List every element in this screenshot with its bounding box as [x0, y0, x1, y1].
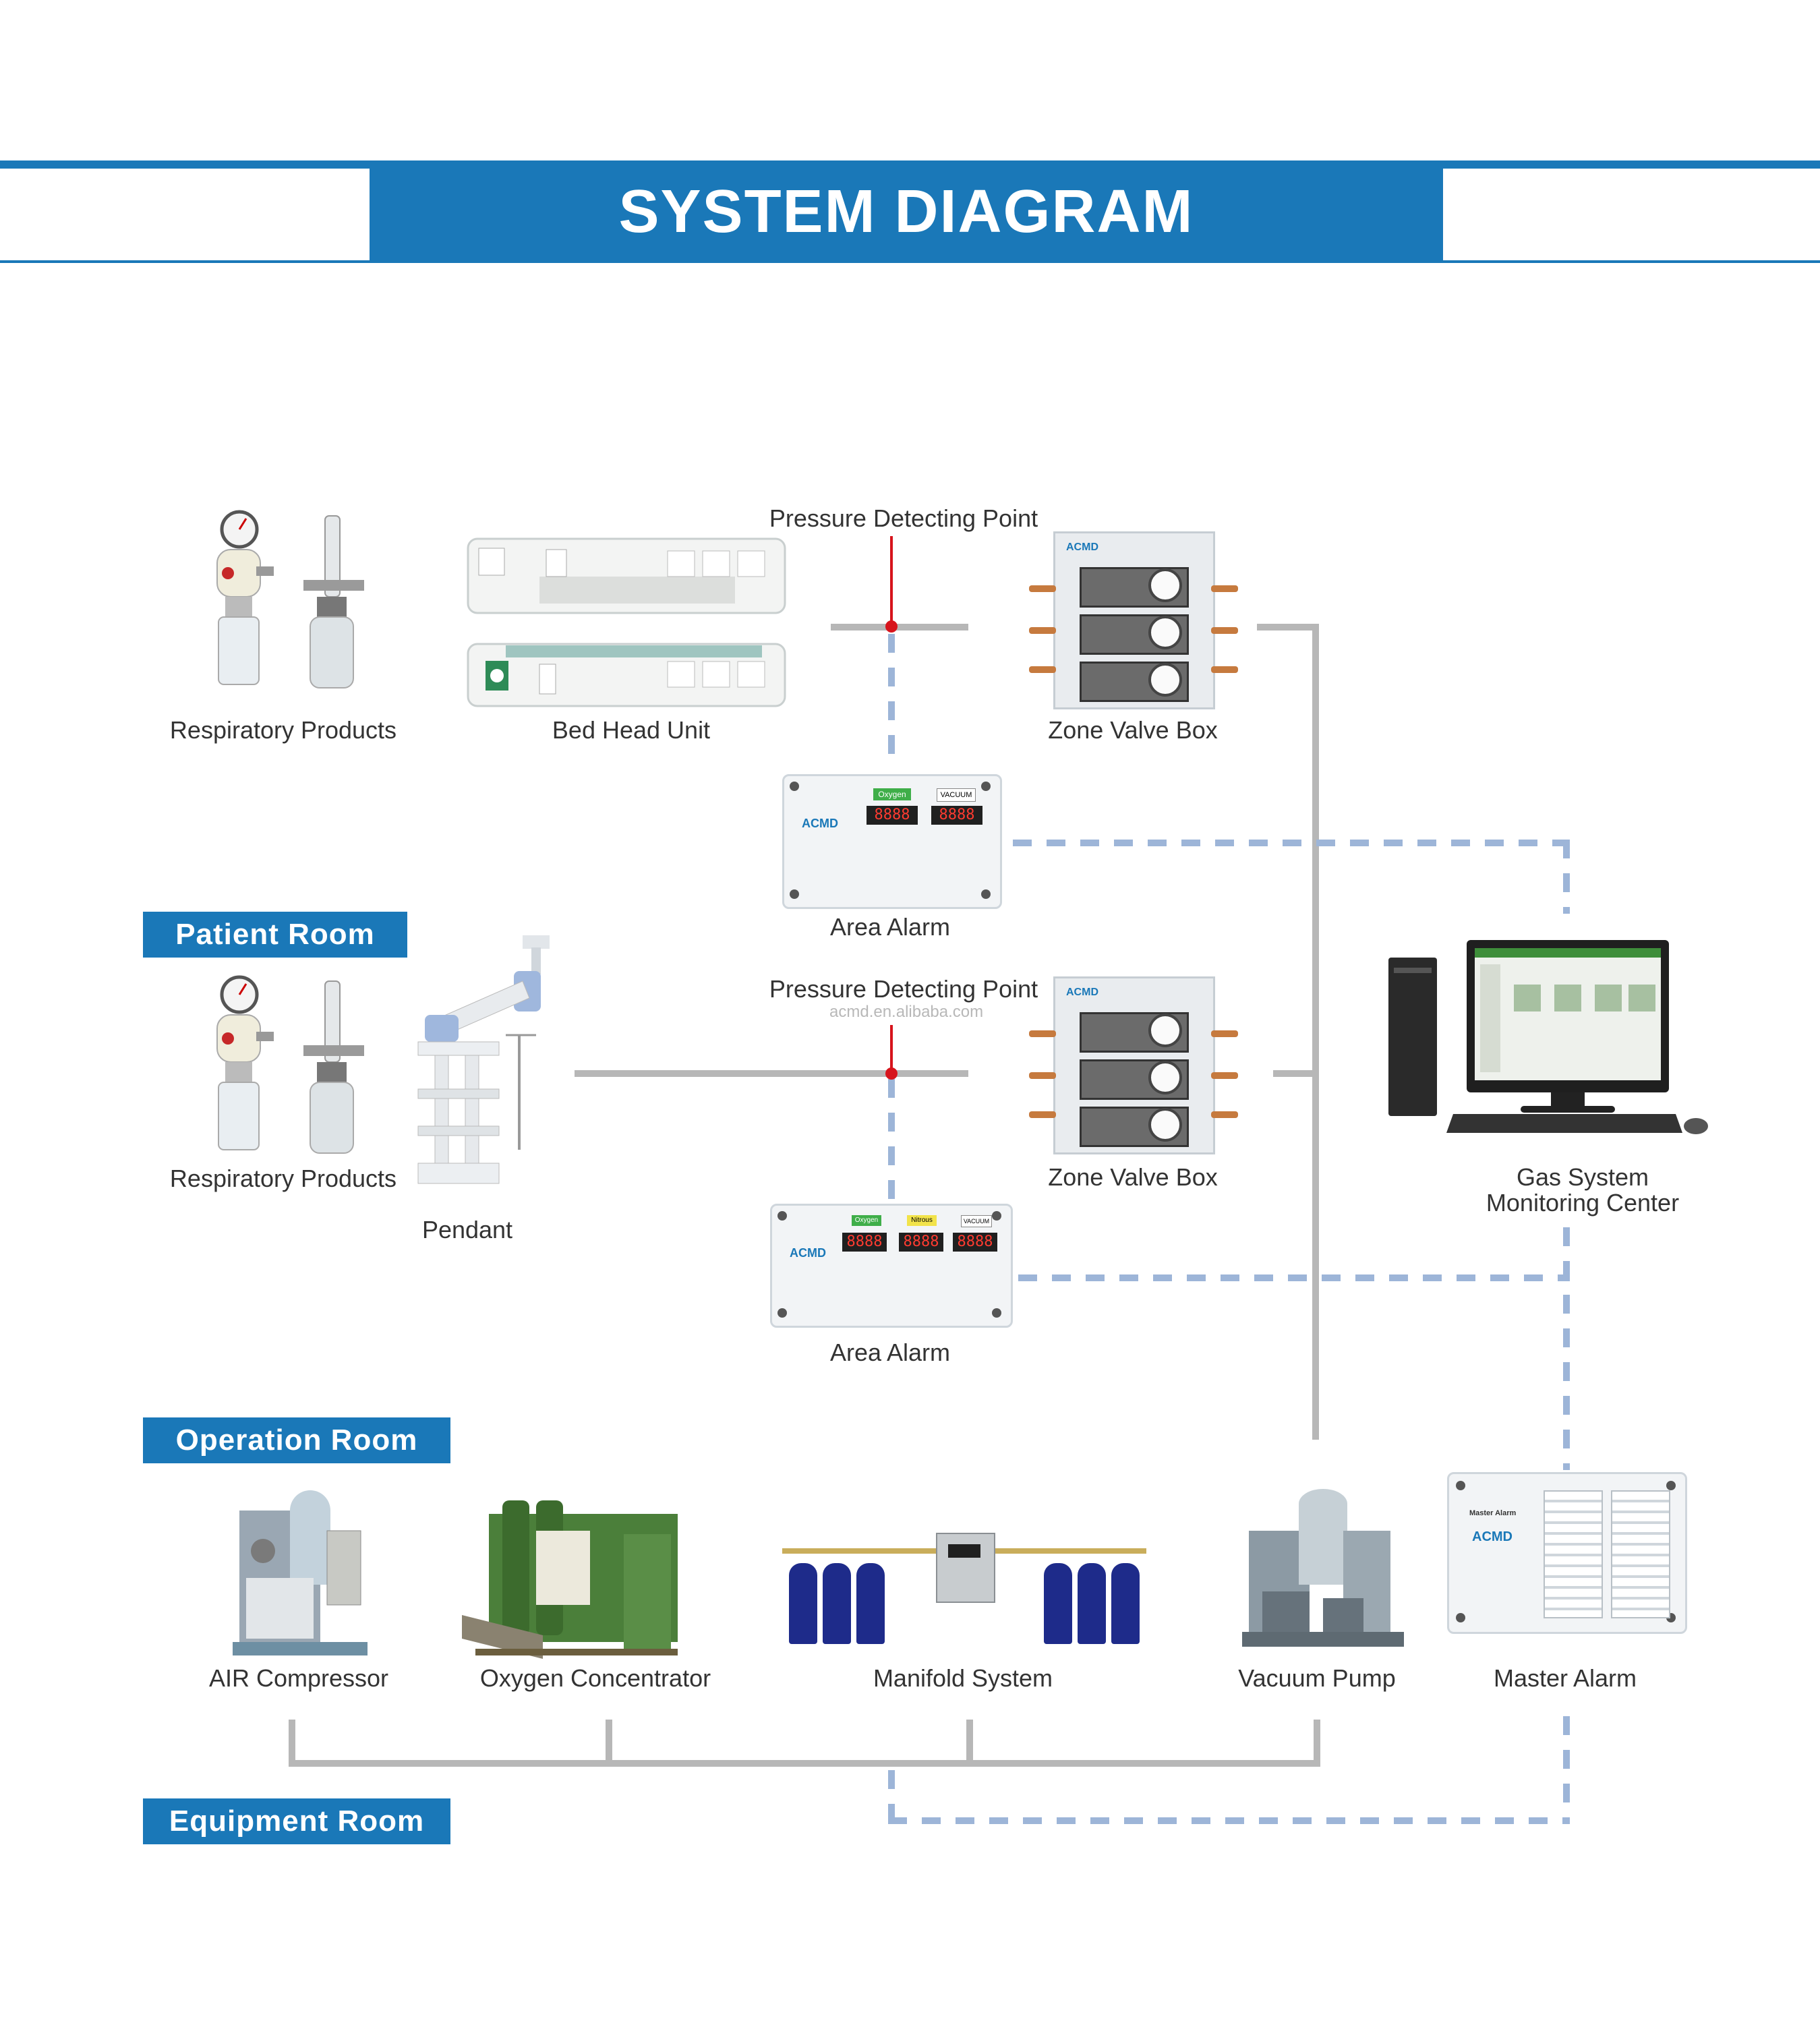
air-compressor-label: AIR Compressor: [208, 1664, 389, 1692]
area-alarm-1-icon: ACMD Oxygen VACUUM 8888 8888: [782, 774, 1002, 909]
zone-valve-box-2-label: Zone Valve Box: [1048, 1163, 1218, 1191]
brand-logo: ACMD: [1472, 1529, 1513, 1544]
area-alarm-1-label: Area Alarm: [829, 913, 951, 941]
pipe-vacuum-pump: [1314, 1720, 1320, 1767]
brand-logo: ACMD: [1066, 541, 1098, 553]
alarm-display-1: 8888: [867, 806, 918, 825]
equipment-room-tag: Equipment Room: [143, 1798, 450, 1844]
alarm-display-2: 8888: [931, 806, 982, 825]
vacuum-pump-icon: [1242, 1484, 1404, 1652]
pipe-air-compressor: [289, 1720, 295, 1767]
gas-tag-oxygen: Oxygen: [852, 1215, 881, 1226]
gas-tag-vacuum: VACUUM: [961, 1215, 992, 1227]
vacuum-pump-label: Vacuum Pump: [1238, 1664, 1396, 1692]
zone-valve-box-1-icon: ACMD: [1053, 531, 1215, 709]
pressure-detecting-point-label-2: Pressure Detecting Point: [769, 975, 1038, 1003]
pipe-valve-1-out: [1257, 624, 1316, 631]
pendant-icon: [405, 934, 560, 1194]
respiratory-products-icon: [202, 509, 378, 698]
signal-sensor-1-to-alarm: [888, 634, 895, 755]
master-alarm-title: Master Alarm: [1469, 1509, 1517, 1517]
page-title: SYSTEM DIAGRAM: [618, 177, 1194, 245]
operation-room-tag: Operation Room: [143, 1417, 450, 1463]
signal-into-center: [1563, 840, 1570, 914]
patient-room-tag: Patient Room: [143, 912, 407, 958]
gas-tag-nitrous: Nitrous: [907, 1215, 937, 1226]
pressure-point-2-marker: [885, 1067, 898, 1080]
pressure-detecting-point-label-1: Pressure Detecting Point: [769, 504, 1038, 532]
area-alarm-2-icon: ACMD Oxygen Nitrous VACUUM 8888 8888 888…: [770, 1204, 1013, 1328]
bed-head-unit-icon: [465, 536, 789, 711]
oxygen-concentrator-label: Oxygen Concentrator: [479, 1664, 711, 1692]
monitoring-center-label-line-2: Monitoring Center: [1486, 1189, 1680, 1216]
pipe-oxygen-concentrator: [606, 1720, 612, 1767]
alarm-display-1: 8888: [842, 1233, 887, 1252]
zone-valve-box-2-icon: ACMD: [1053, 976, 1215, 1154]
signal-center-to-master: [1563, 1227, 1570, 1470]
alarm-display-2: 8888: [899, 1233, 943, 1252]
bed-head-unit-label: Bed Head Unit: [552, 716, 711, 744]
pressure-probe-1: [890, 536, 893, 624]
brand-logo: ACMD: [802, 817, 838, 830]
area-alarm-2-label: Area Alarm: [829, 1339, 951, 1366]
respiratory-products-2-icon: [202, 974, 378, 1163]
master-alarm-icon: Master Alarm ACMD: [1447, 1472, 1687, 1634]
respiratory-products-label: Respiratory Products: [169, 716, 397, 744]
master-alarm-label: Master Alarm: [1493, 1664, 1637, 1692]
monitoring-center-label-line-1: Gas System: [1516, 1163, 1649, 1191]
pipe-valve-2-out: [1273, 1070, 1316, 1077]
oxygen-concentrator-icon: [462, 1494, 684, 1662]
pipe-pendant-to-valve: [575, 1070, 968, 1077]
signal-sensor-2-to-alarm: [888, 1079, 895, 1200]
signal-equipment-down: [888, 1770, 895, 1824]
pipe-main-riser: [1312, 624, 1319, 1440]
respiratory-products-2-label: Respiratory Products: [169, 1165, 397, 1192]
pipe-bed-head-to-valve: [831, 624, 968, 631]
signal-alarm-2-to-center: [1018, 1274, 1570, 1281]
brand-logo: ACMD: [790, 1246, 826, 1260]
header-banner: SYSTEM DIAGRAM: [370, 160, 1443, 263]
zone-valve-box-1-label: Zone Valve Box: [1048, 716, 1218, 744]
manifold-system-icon: [782, 1529, 1146, 1645]
pipe-equipment-header: [289, 1760, 1320, 1767]
manifold-system-label: Manifold System: [873, 1664, 1053, 1692]
pendant-label: Pendant: [421, 1216, 513, 1243]
pipe-manifold: [966, 1720, 973, 1767]
air-compressor-icon: [233, 1484, 368, 1659]
monitoring-computer-icon: [1386, 937, 1716, 1140]
gas-tag-vacuum: VACUUM: [937, 788, 976, 802]
pressure-point-1-marker: [885, 620, 898, 633]
watermark: acmd.en.alibaba.com: [829, 1003, 984, 1021]
signal-alarm-1-to-center: [1013, 840, 1570, 846]
gas-tag-oxygen: Oxygen: [873, 788, 911, 800]
signal-equipment-to-master: [888, 1817, 1570, 1824]
pressure-probe-2: [890, 1025, 893, 1072]
signal-master-down: [1563, 1716, 1570, 1824]
alarm-display-3: 8888: [953, 1233, 997, 1252]
brand-logo: ACMD: [1066, 987, 1098, 998]
